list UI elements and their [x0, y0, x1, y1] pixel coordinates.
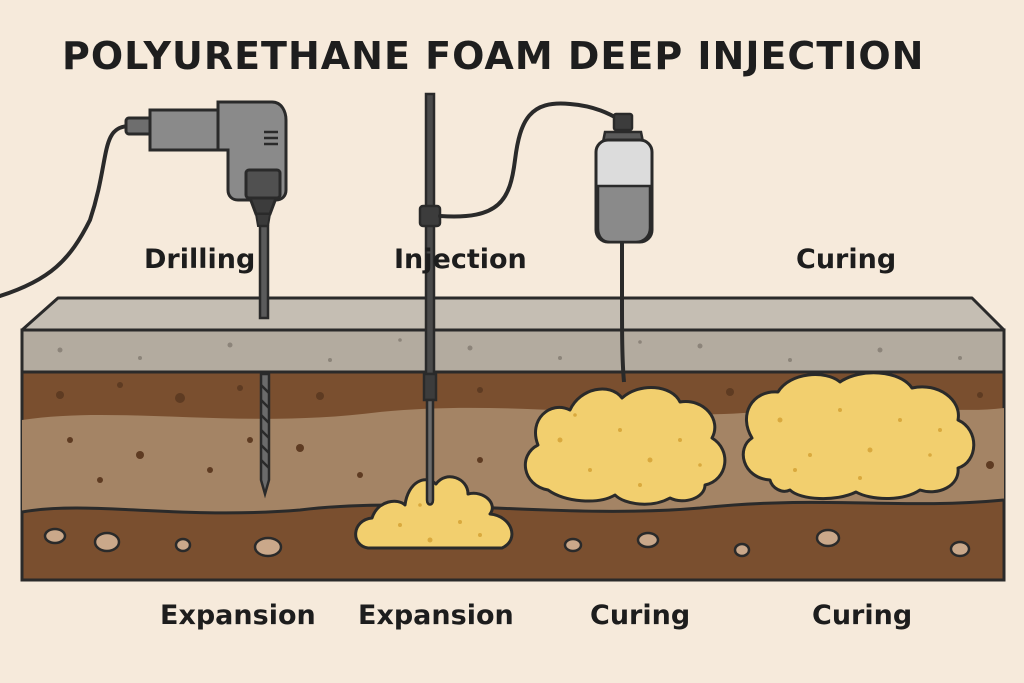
drill-icon [0, 100, 288, 499]
bottom-label-expansion-1: Expansion [160, 600, 316, 631]
foam-canister-icon [594, 112, 654, 383]
foam-large [741, 371, 976, 501]
foam-texture [398, 408, 942, 543]
concrete-slab [20, 296, 1006, 374]
step-label-injection: Injection [394, 244, 527, 275]
foam-small [354, 475, 514, 550]
injection-lance-icon [418, 92, 622, 506]
bottom-label-curing-1: Curing [590, 600, 691, 631]
step-label-drilling: Drilling [144, 244, 256, 275]
bottom-label-expansion-2: Expansion [358, 600, 514, 631]
step-label-curing: Curing [796, 244, 897, 275]
diagram-title: POLYURETHANE FOAM DEEP INJECTION [62, 34, 925, 78]
bottom-label-curing-2: Curing [812, 600, 913, 631]
